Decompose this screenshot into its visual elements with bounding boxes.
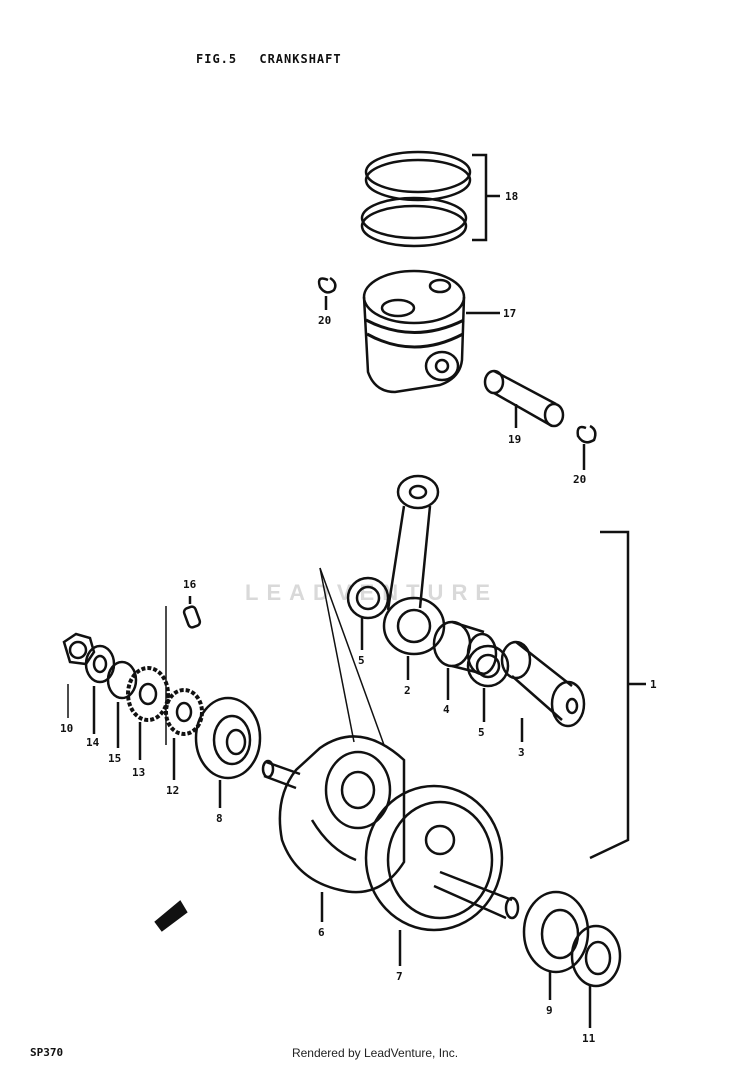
- callout-10: 10: [60, 722, 73, 735]
- callout-17: 17: [503, 307, 516, 320]
- figure-number: FIG.5: [196, 52, 238, 66]
- needle-bearing: [432, 620, 498, 676]
- callout-14: 14: [86, 736, 100, 749]
- callout-1: 1: [650, 678, 657, 691]
- callout-9: 9: [546, 1004, 553, 1017]
- gear-12: [164, 688, 204, 736]
- crank-pin: [500, 640, 586, 728]
- washer-5-left: [346, 576, 390, 620]
- front-arrow-icon: [154, 900, 188, 932]
- callout-18: 18: [505, 190, 518, 203]
- callout-20-upper: 20: [318, 314, 331, 327]
- callout-labels: 18 17 20 19 20 1 16 5 2 4 5 3 10 14 15 1…: [60, 190, 657, 1045]
- callout-5-right: 5: [478, 726, 485, 739]
- figure-name: CRANKSHAFT: [259, 52, 342, 66]
- guide-line-2: [319, 567, 385, 746]
- bearing-9: [522, 890, 590, 974]
- bearing-8: [194, 696, 262, 780]
- callout-7: 7: [396, 970, 403, 983]
- callout-4: 4: [443, 703, 450, 716]
- circlip-upper: [317, 276, 337, 294]
- nut: [62, 632, 96, 666]
- crankshaft-right: [364, 784, 520, 932]
- callout-15: 15: [108, 752, 121, 765]
- callout-3: 3: [518, 746, 525, 759]
- piston: [362, 269, 466, 394]
- leadventure-watermark: LEADVENTURE: [245, 580, 499, 605]
- circlip-lower: [576, 424, 597, 444]
- guide-line-1: [319, 567, 355, 743]
- piston-rings: [360, 150, 472, 248]
- woodruff-key: [182, 605, 202, 629]
- callout-12: 12: [166, 784, 179, 797]
- callout-20-lower: 20: [573, 473, 586, 486]
- piston-pin: [483, 369, 565, 428]
- callout-11: 11: [582, 1032, 596, 1045]
- connecting-rod: [382, 474, 446, 656]
- washer-5-right: [466, 644, 510, 688]
- gear-13: [126, 666, 170, 722]
- callout-8: 8: [216, 812, 223, 825]
- callout-19: 19: [508, 433, 521, 446]
- footer-credit: Rendered by LeadVenture, Inc.: [291, 1046, 459, 1060]
- diagram-code: SP370: [30, 1046, 64, 1059]
- callout-5-left: 5: [358, 654, 365, 667]
- washer-15: [106, 660, 138, 700]
- callout-16: 16: [183, 578, 197, 591]
- bracket-1: [589, 530, 630, 860]
- callout-2: 2: [404, 684, 411, 697]
- callout-6: 6: [318, 926, 325, 939]
- callout-13: 13: [132, 766, 145, 779]
- crankshaft-left: [261, 735, 406, 894]
- figure-title: FIG.5 CRANKSHAFT: [196, 52, 356, 66]
- bracket-18: [472, 153, 488, 242]
- lock-washer: [84, 644, 116, 684]
- oil-seal-11: [570, 924, 622, 988]
